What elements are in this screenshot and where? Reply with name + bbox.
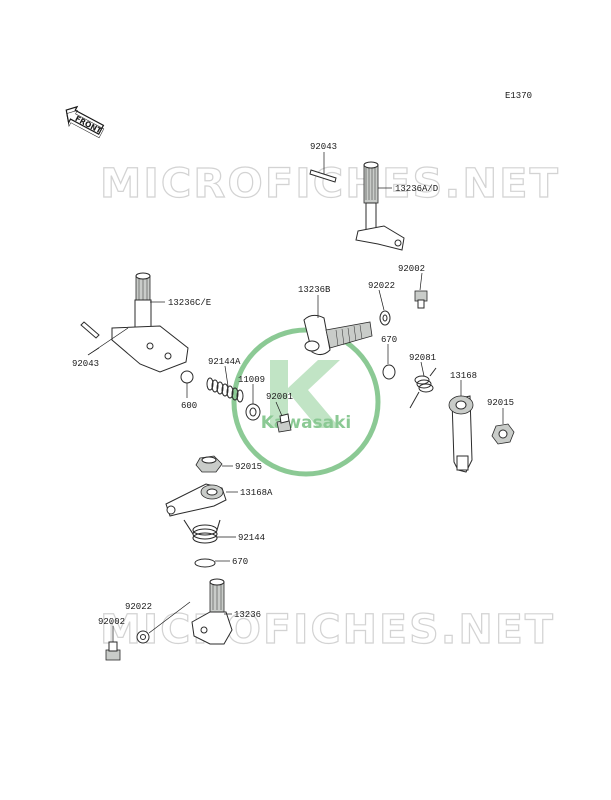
label-92144a: 92144A (208, 357, 241, 367)
label-600: 600 (181, 401, 197, 411)
pin-92043-left (80, 321, 100, 339)
watermark-bottom: MICROFICHES.NET (100, 607, 555, 653)
shaft-13236ad (355, 161, 405, 251)
spring-92144 (183, 519, 221, 544)
label-92043-top: 92043 (310, 142, 337, 152)
label-92081: 92081 (409, 353, 436, 363)
label-13168a: 13168A (240, 488, 273, 498)
label-92001: 92001 (266, 392, 293, 402)
watermark-top: MICROFICHES.NET (100, 161, 560, 207)
shaft-13236ce (111, 272, 189, 373)
ball-600 (180, 370, 194, 384)
label-670-top: 670 (381, 335, 397, 345)
label-92015-mid: 92015 (235, 462, 262, 472)
bolt-92002-top (414, 290, 428, 309)
label-92144: 92144 (238, 533, 265, 543)
oring-670-bottom (194, 558, 216, 568)
label-670-bottom: 670 (232, 557, 248, 567)
washer-92022-bottom (136, 630, 150, 644)
nut-92015-right (491, 423, 515, 445)
oring-670-top (382, 364, 396, 380)
shaft-13236 (191, 578, 233, 645)
arm-13168a (165, 483, 227, 517)
label-92043-left: 92043 (72, 359, 99, 369)
label-92022-top: 92022 (368, 281, 395, 291)
shaft-13236b (303, 314, 373, 356)
leader-lines (87, 152, 504, 642)
diagram-code: E1370 (505, 91, 532, 101)
spring-92081 (409, 367, 437, 409)
label-92002-top: 92002 (398, 264, 425, 274)
label-92022-bottom: 92022 (125, 602, 152, 612)
bolt-92001 (276, 413, 292, 433)
nut-92015-mid (195, 455, 223, 473)
pin-92043-top (309, 169, 337, 183)
label-13168: 13168 (450, 371, 477, 381)
front-arrow-icon: FRONT (65, 105, 105, 139)
part-labels: 92043 13236A/D 92002 13236B 92022 670 13… (72, 142, 514, 627)
spring-92144a (206, 377, 244, 403)
logo-text: Kawasaki (261, 413, 352, 433)
washer-92022-top (379, 310, 391, 326)
label-13236ce: 13236C/E (168, 298, 211, 308)
label-13236b: 13236B (298, 285, 331, 295)
kawasaki-logo: Kawasaki (231, 327, 381, 477)
gasket-11009 (245, 403, 261, 421)
arm-13168 (448, 395, 474, 473)
label-13236ad: 13236A/D (395, 184, 438, 194)
label-11009: 11009 (238, 375, 265, 385)
watermark: MICROFICHES.NET MICROFICHES.NET (99, 160, 560, 653)
label-92015-right: 92015 (487, 398, 514, 408)
label-13236: 13236 (234, 610, 261, 620)
label-92002-bottom: 92002 (98, 617, 125, 627)
